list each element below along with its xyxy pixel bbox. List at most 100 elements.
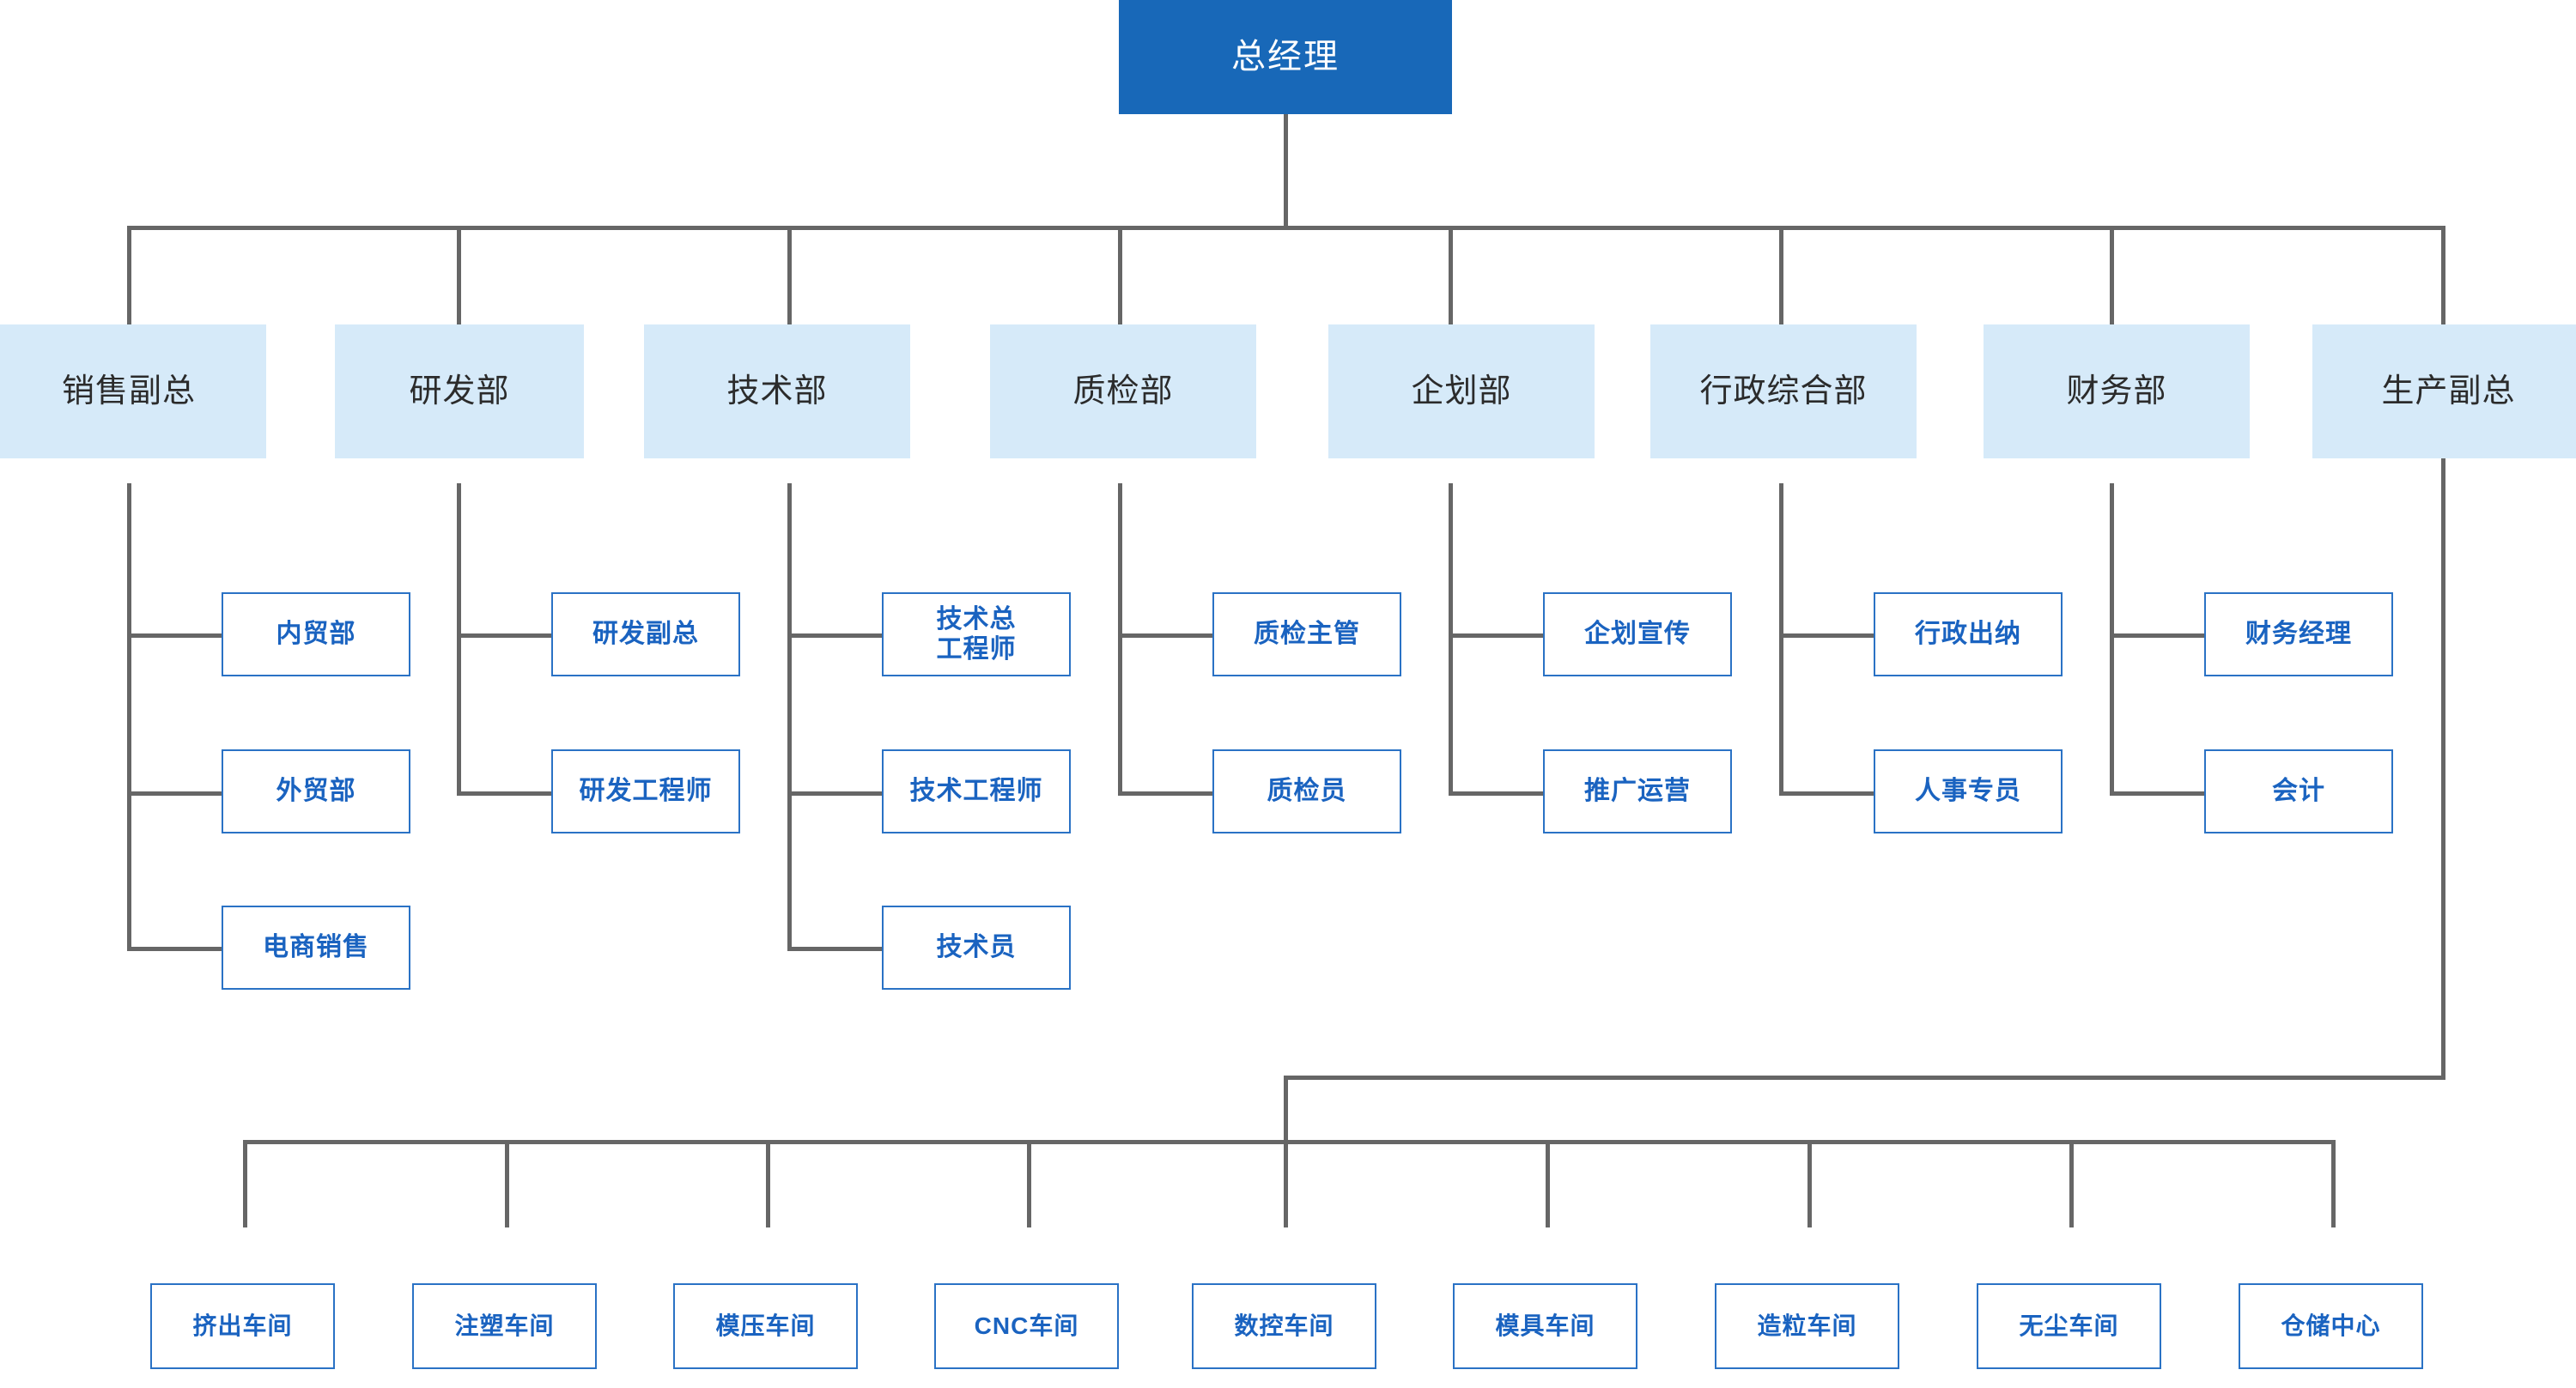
node-label: 技术工程师 [909,777,1043,806]
node-label: 仓储中心 [2281,1312,2381,1340]
node-general-manager[interactable]: 总经理 [1119,0,1452,114]
node-sub-domestic-trade[interactable]: 内贸部 [222,592,410,676]
connector-spine-planning [1449,483,1453,796]
node-label: 造粒车间 [1757,1312,1857,1340]
connector-drop-shop-0 [243,1140,247,1227]
node-dept-finance[interactable]: 财务部 [1984,324,2250,458]
connector-spine-rd [457,483,461,796]
node-sub-qc-inspector[interactable]: 质检员 [1212,749,1401,833]
connector-drop-shop-4 [1284,1140,1288,1227]
node-sub-ecommerce-sales[interactable]: 电商销售 [222,906,410,990]
node-label-line1: 技术总 [936,604,1017,633]
connector-stub-rd-1 [457,791,551,796]
node-sub-accountant[interactable]: 会计 [2204,749,2393,833]
connector-drop-shop-8 [2331,1140,2336,1227]
node-label: 行政综合部 [1699,373,1868,409]
node-dept-production-vp[interactable]: 生产副总 [2312,324,2576,458]
connector-production-stem [1284,1076,1288,1142]
node-label: 外贸部 [276,777,356,806]
node-sub-admin-cashier[interactable]: 行政出纳 [1874,592,2063,676]
connector-drop-shop-5 [1546,1140,1550,1227]
connector-drop-shop-7 [2069,1140,2074,1227]
node-dept-quality[interactable]: 质检部 [990,324,1256,458]
connector-spine-quality [1118,483,1122,796]
node-label: CNC车间 [974,1312,1079,1340]
node-dept-rd[interactable]: 研发部 [335,324,584,458]
node-label: 质检主管 [1254,620,1360,649]
node-label: 销售副总 [61,373,196,409]
node-sub-hr-specialist[interactable]: 人事专员 [1874,749,2063,833]
node-label: 研发工程师 [579,777,713,806]
connector-stub-admin-0 [1779,633,1874,638]
connector-stub-qc-0 [1118,633,1212,638]
node-dept-planning[interactable]: 企划部 [1328,324,1595,458]
node-label: 挤出车间 [192,1312,293,1340]
node-label: 生产副总 [2381,373,2516,409]
node-shop-granulation[interactable]: 造粒车间 [1715,1283,1899,1369]
node-sub-finance-manager[interactable]: 财务经理 [2204,592,2393,676]
connector-stub-tech-0 [787,633,882,638]
connector-stub-tech-2 [787,947,882,951]
node-sub-foreign-trade[interactable]: 外贸部 [222,749,410,833]
connector-workshop-bus [243,1140,2336,1144]
node-label: 财务经理 [2245,620,2352,649]
node-dept-sales-vp[interactable]: 销售副总 [0,324,266,458]
node-shop-numerical-control[interactable]: 数控车间 [1192,1283,1376,1369]
node-sub-qc-supervisor[interactable]: 质检主管 [1212,592,1401,676]
node-dept-technical[interactable]: 技术部 [644,324,910,458]
connector-stub-fin-1 [2110,791,2204,796]
node-sub-marketing-operations[interactable]: 推广运营 [1543,749,1732,833]
node-shop-mold[interactable]: 模具车间 [1453,1283,1637,1369]
connector-main-bus [127,226,2445,230]
node-label-line2: 工程师 [936,635,1017,664]
node-label: 质检部 [1072,373,1174,409]
connector-drop-shop-2 [766,1140,770,1227]
connector-drop-dept-0 [127,226,131,324]
connector-drop-dept-7 [2441,226,2445,324]
node-label: 推广运营 [1584,777,1691,806]
connector-spine-finance [2110,483,2114,796]
node-label: 会计 [2272,777,2325,806]
node-label: 数控车间 [1234,1312,1334,1340]
node-sub-tech-engineer[interactable]: 技术工程师 [882,749,1071,833]
node-label: 模具车间 [1495,1312,1595,1340]
node-shop-cleanroom[interactable]: 无尘车间 [1977,1283,2161,1369]
node-label: 电商销售 [263,933,369,962]
node-label: 无尘车间 [2019,1312,2119,1340]
node-label: 质检员 [1267,777,1347,806]
node-shop-warehouse[interactable]: 仓储中心 [2239,1283,2423,1369]
connector-drop-dept-3 [1118,226,1122,324]
node-label: 研发部 [409,373,510,409]
node-label: 注塑车间 [454,1312,555,1340]
connector-drop-dept-5 [1779,226,1783,324]
node-label: 人事专员 [1915,777,2021,806]
connector-stub-plan-0 [1449,633,1543,638]
node-shop-extrusion[interactable]: 挤出车间 [150,1283,335,1369]
connector-production-left [1284,1076,2445,1080]
node-label: 财务部 [2066,373,2167,409]
node-shop-cnc[interactable]: CNC车间 [934,1283,1119,1369]
connector-stub-fin-0 [2110,633,2204,638]
node-label: 研发副总 [592,620,699,649]
node-dept-administration[interactable]: 行政综合部 [1650,324,1917,458]
node-sub-rd-engineer[interactable]: 研发工程师 [551,749,740,833]
node-sub-rd-vp[interactable]: 研发副总 [551,592,740,676]
node-shop-compression[interactable]: 模压车间 [673,1283,858,1369]
node-label: 行政出纳 [1915,620,2021,649]
node-label: 企划部 [1411,373,1512,409]
node-label: 模压车间 [715,1312,816,1340]
connector-stub-sales-0 [127,633,222,638]
connector-spine-administration [1779,483,1783,796]
connector-spine-technical [787,483,792,951]
connector-stub-sales-2 [127,947,222,951]
connector-drop-shop-3 [1027,1140,1031,1227]
node-sub-chief-engineer[interactable]: 技术总 工程师 [882,592,1071,676]
connector-stub-qc-1 [1118,791,1212,796]
connector-stub-rd-0 [457,633,551,638]
node-shop-injection[interactable]: 注塑车间 [412,1283,597,1369]
connector-stub-admin-1 [1779,791,1874,796]
node-sub-planning-promotion[interactable]: 企划宣传 [1543,592,1732,676]
node-sub-technician[interactable]: 技术员 [882,906,1071,990]
connector-drop-dept-4 [1449,226,1453,324]
